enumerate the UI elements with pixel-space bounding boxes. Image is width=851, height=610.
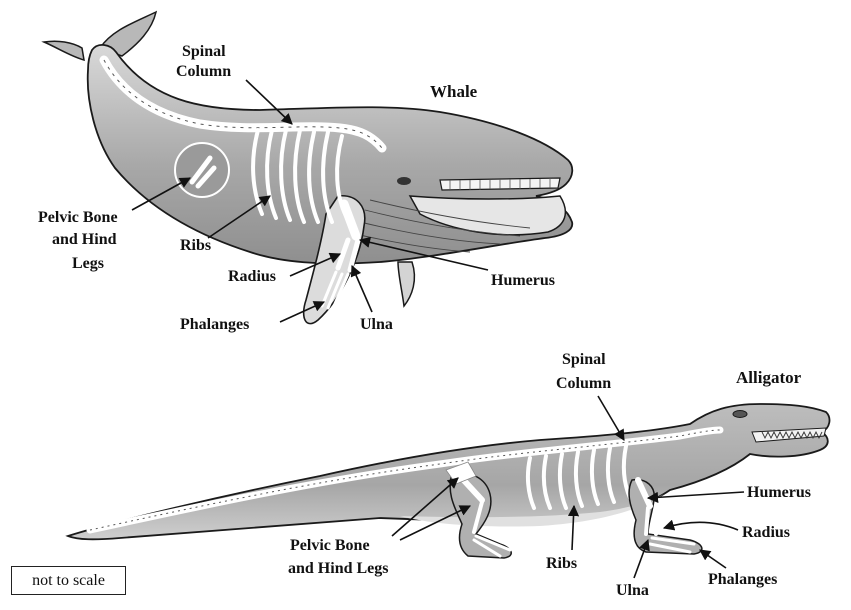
- whale-humerus-leader: [358, 236, 489, 271]
- alligator-figure: [65, 403, 831, 559]
- alligator-eye: [732, 410, 748, 418]
- alligator-spinal-leader: [597, 395, 625, 441]
- whale-phalanges-leader: [279, 301, 326, 323]
- whale-eye: [397, 177, 411, 185]
- alligator-mouth: [751, 427, 827, 443]
- alligator-pelvic-label-2: and Hind Legs: [288, 560, 388, 577]
- whale-flipper-bones: [320, 199, 361, 310]
- alligator-ribs: [525, 444, 632, 510]
- whale-phalanges-label: Phalanges: [180, 316, 249, 333]
- whale-spinal-label-1: Spinal: [182, 43, 226, 60]
- alligator-teeth: [761, 430, 823, 440]
- alligator-ribs-label: Ribs: [546, 555, 577, 572]
- whale-spinal-leader: [245, 79, 293, 125]
- whale-spinal-label-2: Column: [176, 63, 231, 80]
- whale-ulna-leader: [350, 264, 373, 313]
- alligator-humerus-leader: [646, 491, 745, 503]
- alligator-pelvic-label-1: Pelvic Bone: [290, 537, 370, 554]
- whale-pelvic-label-1: Pelvic Bone: [38, 209, 118, 226]
- alligator-humerus-label: Humerus: [747, 484, 811, 501]
- scale-note: not to scale: [11, 566, 126, 595]
- alligator-title: Alligator: [736, 368, 802, 387]
- whale-ulna-label: Ulna: [360, 316, 393, 333]
- alligator-ribs-leader: [567, 504, 580, 551]
- whale-pelvic-label-3: Legs: [72, 255, 104, 272]
- whale-radius-label: Radius: [228, 268, 276, 285]
- alligator-pelvic-leader-1: [391, 477, 459, 537]
- whale-figure: [41, 10, 574, 325]
- whale-fin: [397, 261, 416, 308]
- alligator-spinal-label-1: Spinal: [562, 351, 606, 368]
- alligator-phalanges-leader: [699, 549, 727, 569]
- whale-ribs-label: Ribs: [180, 237, 211, 254]
- whale-ribs-leader: [207, 195, 271, 239]
- alligator-hind-leg: [449, 472, 512, 559]
- alligator-phalanges-label: Phalanges: [708, 571, 777, 588]
- alligator-radius-leader: [662, 519, 739, 531]
- alligator-ulna-leader: [633, 538, 650, 579]
- whale-humerus-label: Humerus: [491, 272, 555, 289]
- alligator-pelvic-leader-2: [399, 505, 472, 541]
- alligator-spinal-label-2: Column: [556, 375, 611, 392]
- whale-title: Whale: [430, 82, 478, 101]
- whale-pelvic-bone: [189, 155, 217, 189]
- alligator-radius-label: Radius: [742, 524, 790, 541]
- whale-tail-fluke-lower: [41, 40, 85, 62]
- whale-radius-leader: [289, 252, 342, 277]
- whale-pelvic-label-2: and Hind: [52, 231, 117, 248]
- whale-pelvic-leader: [131, 177, 191, 211]
- alligator-spine: [86, 426, 724, 534]
- alligator-ulna-label: Ulna: [616, 582, 649, 599]
